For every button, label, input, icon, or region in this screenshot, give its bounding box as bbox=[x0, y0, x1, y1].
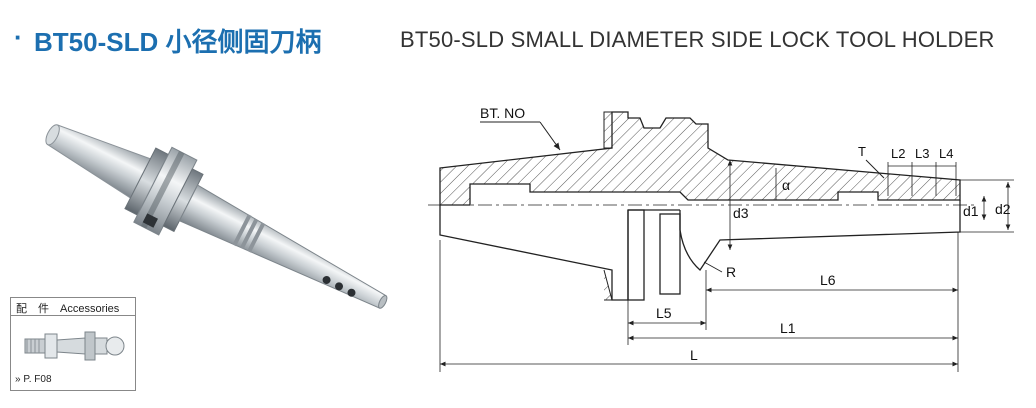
label-l3: L3 bbox=[915, 146, 929, 161]
page-title-cn: BT50-SLD 小径侧固刀柄 bbox=[34, 27, 322, 57]
flange-groove-2 bbox=[659, 213, 681, 295]
label-d3: d3 bbox=[733, 205, 749, 221]
header: · BT50-SLD 小径侧固刀柄 BT50-SLD SMALL DIAMETE… bbox=[0, 0, 1036, 70]
label-l5: L5 bbox=[656, 305, 672, 321]
label-bt-no: BT. NO bbox=[480, 105, 525, 121]
label-alpha: α bbox=[782, 177, 790, 193]
label-l4: L4 bbox=[939, 146, 953, 161]
label-t: T bbox=[858, 144, 866, 159]
holder-outline-lower bbox=[439, 200, 961, 301]
accessories-box: 配 件 Accessories » P. F08 bbox=[10, 297, 136, 391]
label-l2: L2 bbox=[891, 146, 905, 161]
label-l6: L6 bbox=[820, 272, 836, 288]
label-d1: d1 bbox=[963, 203, 979, 219]
accessories-page-ref: » P. F08 bbox=[15, 374, 52, 385]
label-l1: L1 bbox=[780, 320, 796, 336]
label-r: R bbox=[726, 264, 736, 280]
page-title-en: BT50-SLD SMALL DIAMETER SIDE LOCK TOOL H… bbox=[400, 27, 995, 52]
title-bullet: · bbox=[14, 22, 23, 52]
pull-stud-image bbox=[24, 331, 125, 361]
flange-groove bbox=[627, 209, 645, 301]
wall-hatch-upper bbox=[603, 111, 613, 149]
wall-hatch-lower bbox=[603, 269, 613, 301]
accessories-divider bbox=[11, 315, 135, 316]
label-d2: d2 bbox=[995, 201, 1011, 217]
holder-section-upper bbox=[439, 111, 961, 206]
tool-holder-photo bbox=[45, 124, 388, 309]
accessories-title: 配 件 Accessories bbox=[16, 303, 120, 315]
label-l: L bbox=[690, 347, 698, 363]
